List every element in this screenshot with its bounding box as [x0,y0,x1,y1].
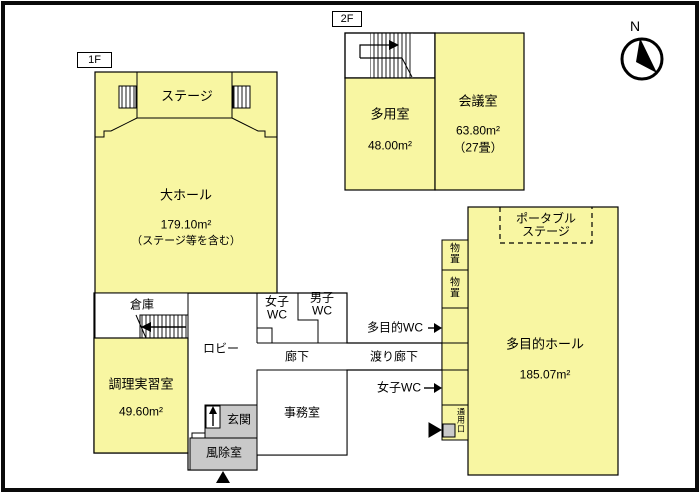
floor2-tag: 2F [332,11,362,27]
multipurpose-room-label: 多用室 [370,106,410,122]
wc-label-arrows [424,323,442,393]
room-annex-hall [467,206,619,476]
entrance-label: 玄関 [226,412,252,427]
floor1-tag: 1F [77,52,112,68]
annex-hall-label: 多目的ホール [505,336,585,352]
lobby-label: ロビー [202,341,240,356]
wc-women-room-label: 女子 WC [264,294,290,322]
stairs-2f-icon [370,33,413,78]
corridor-label: 廊下 [284,349,310,364]
north-compass-icon [620,37,664,81]
stage-label: ステージ [161,88,213,104]
stage-stair-right-icon [232,85,251,109]
main-entrance-arrow-icon [216,471,230,483]
wc-women-pointer-label: 女子WC [377,380,421,395]
meeting-room-label: 会議室 [458,93,498,109]
multipurpose-room-area: 48.00m² [367,138,413,153]
stage-stair-left-icon [118,85,137,109]
main-hall-area: 179.10m² [160,217,212,232]
cooking-room-label: 調理実習室 [108,376,174,392]
wc-women-arrow-icon [434,383,442,393]
room-office [256,369,348,456]
annex-hall-area: 185.07m² [519,367,571,382]
north-label: N [629,18,641,35]
room-meeting-2f [434,32,525,191]
office-label: 事務室 [283,405,321,420]
annex-storage-top-label: 物 置 [450,243,460,265]
wc-multi-pointer-label: 多目的WC [367,320,423,335]
meeting-room-tatami: （27畳） [453,140,503,155]
portable-stage-label: ポータブル ステージ [515,211,577,239]
room-main-hall [94,71,278,294]
wc-block-walls [256,293,348,344]
service-entrance-label: 通 用 口 [457,407,465,434]
annex-storage-bottom-label: 物 置 [450,277,460,299]
room-multipurpose-2f [344,77,436,191]
wc-men-room-label: 男子 WC [309,290,335,318]
walkway-label: 渡り廊下 [369,349,419,364]
room-cooking [93,337,189,454]
main-hall-note: （ステージ等を含む） [131,234,241,247]
service-door-step [442,423,456,438]
storage-label: 倉庫 [129,297,155,312]
room-storage-stairs [94,292,189,339]
room-windbreak [189,437,258,483]
annex-strip-cells [428,239,469,441]
room-entrance [191,404,258,439]
service-entrance-arrow-icon [428,422,442,438]
floor2-block [344,32,525,191]
entrance-step-up-icon [205,405,221,429]
portable-stage-outline [499,207,593,244]
cooking-room-area: 49.60m² [118,404,164,419]
windbreak-label: 風除室 [205,445,243,460]
main-hall-label: 大ホール [159,187,213,203]
meeting-room-area: 63.80m² [455,123,501,138]
wc-multi-arrow-icon [434,323,442,333]
